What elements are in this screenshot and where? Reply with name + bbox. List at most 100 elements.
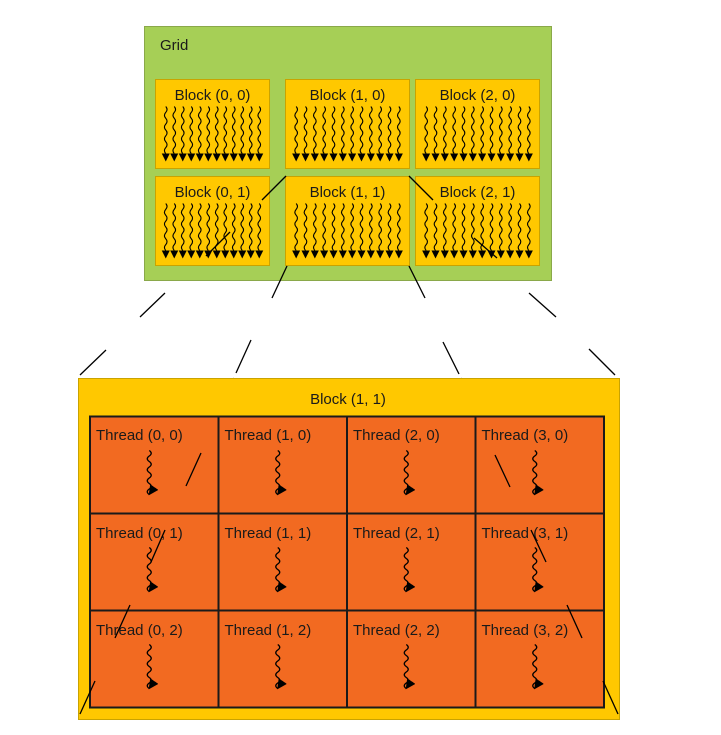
thread-arrowhead (320, 153, 329, 162)
thread-wave (303, 106, 308, 154)
thread-wave (359, 203, 364, 251)
thread-arrowhead (422, 153, 431, 162)
grid-block-threads (422, 106, 533, 162)
thread-cell-box (346, 415, 477, 515)
thread-cell-box (346, 609, 477, 709)
thread-squiggle-arrow (275, 449, 287, 496)
thread-arrowhead (238, 250, 247, 259)
thread-wave (359, 106, 364, 154)
thread-wave (433, 203, 438, 251)
grid-block-label: Block (0, 1) (175, 184, 251, 201)
thread-arrowhead (431, 250, 440, 259)
thread-wave (312, 203, 317, 251)
thread-wave (180, 203, 185, 251)
grid-block-label: Block (1, 1) (310, 184, 386, 201)
thread-label: Thread (1, 1) (225, 525, 312, 542)
thread-wave (368, 106, 373, 154)
thread-wave (526, 203, 531, 251)
thread-wave (442, 106, 447, 154)
thread-arrowhead (246, 250, 255, 259)
thread-cell: Thread (2, 1) (346, 512, 477, 612)
thread-wave (452, 203, 457, 251)
thread-squiggle-arrow (403, 546, 416, 593)
thread-wave (433, 106, 438, 154)
thread-wave (508, 106, 513, 154)
thread-label: Thread (1, 2) (225, 622, 312, 639)
thread-cell: Thread (0, 0) (89, 415, 220, 515)
thread-arrowhead (292, 250, 301, 259)
thread-wave (461, 106, 466, 154)
thread-wave (378, 203, 383, 251)
thread-arrowhead (170, 153, 179, 162)
thread-cell: Thread (3, 0) (474, 415, 605, 515)
thread-squiggle-arrow (275, 546, 287, 593)
thread-wave (214, 106, 219, 154)
grid-label: Grid (160, 37, 188, 54)
grid-block: Block (2, 0) (415, 79, 540, 169)
zoom-connector-segment (79, 349, 107, 376)
thread-arrowhead (385, 250, 394, 259)
thread-arrowhead (246, 153, 255, 162)
thread-arrowhead (338, 153, 347, 162)
thread-wave (189, 203, 194, 251)
zoom-connector-segment (602, 680, 619, 715)
thread-wave (396, 106, 401, 154)
thread-wave (480, 203, 485, 251)
thread-arrowhead (238, 153, 247, 162)
grid: Grid Block (0, 0) Block (1, 0) Block (2,… (144, 26, 552, 281)
thread-wave (240, 203, 245, 251)
thread-squiggle-arrow (275, 643, 287, 690)
thread-arrowhead (506, 153, 515, 162)
thread-arrowhead (292, 153, 301, 162)
thread-squiggle-arrow (146, 546, 159, 593)
thread-wave (331, 106, 336, 154)
grid-block-threads (161, 203, 264, 259)
thread-squiggle-arrow (532, 643, 544, 690)
thread-arrowhead (487, 153, 496, 162)
thread-wave (442, 203, 447, 251)
thread-arrowhead (506, 250, 515, 259)
grid-block-threads (422, 203, 533, 259)
thread-label: Thread (0, 0) (96, 427, 183, 444)
thread-wave (214, 203, 219, 251)
thread-arrowhead (394, 153, 403, 162)
zoom-connectors-inner (79, 452, 619, 715)
zoom-connector-segment (271, 265, 288, 299)
thread-squiggle-arrow (146, 643, 159, 690)
thread-arrowhead (376, 250, 385, 259)
thread-wave (470, 106, 475, 154)
thread-arrowhead (195, 153, 204, 162)
zoom-connector-segment (261, 175, 287, 201)
thread-cell-box (217, 609, 348, 709)
thread-arrowhead (310, 153, 319, 162)
thread-wave (498, 106, 503, 154)
zoom-block: Block (1, 1) Thread (0, 0) Thread (1, 0)… (78, 378, 620, 720)
thread-wave (340, 106, 345, 154)
thread-wave (387, 106, 392, 154)
zoom-connector-segment (442, 341, 460, 375)
thread-wave (470, 203, 475, 251)
thread-cell: Thread (2, 0) (346, 415, 477, 515)
thread-arrowhead (459, 250, 468, 259)
thread-arrowhead (161, 153, 170, 162)
thread-wave (489, 106, 494, 154)
thread-wave (396, 203, 401, 251)
thread-cell: Thread (1, 0) (217, 415, 348, 515)
thread-cell: Thread (0, 2) (89, 609, 220, 709)
thread-arrowhead (212, 250, 221, 259)
thread-cell-box (346, 512, 477, 612)
thread-arrowhead (221, 153, 230, 162)
thread-arrowhead (255, 153, 264, 162)
zoom-connector-segment (139, 292, 166, 318)
thread-arrowhead (487, 250, 496, 259)
zoom-connector-segment (494, 454, 511, 488)
zoom-connector-segment (566, 604, 583, 639)
thread-label: Thread (1, 0) (225, 427, 312, 444)
thread-arrowhead (478, 153, 487, 162)
thread-arrowhead (524, 250, 533, 259)
thread-wave (231, 106, 236, 154)
zoom-connector-segment (530, 529, 547, 563)
thread-wave (248, 106, 253, 154)
thread-squiggle-arrow (146, 449, 159, 496)
